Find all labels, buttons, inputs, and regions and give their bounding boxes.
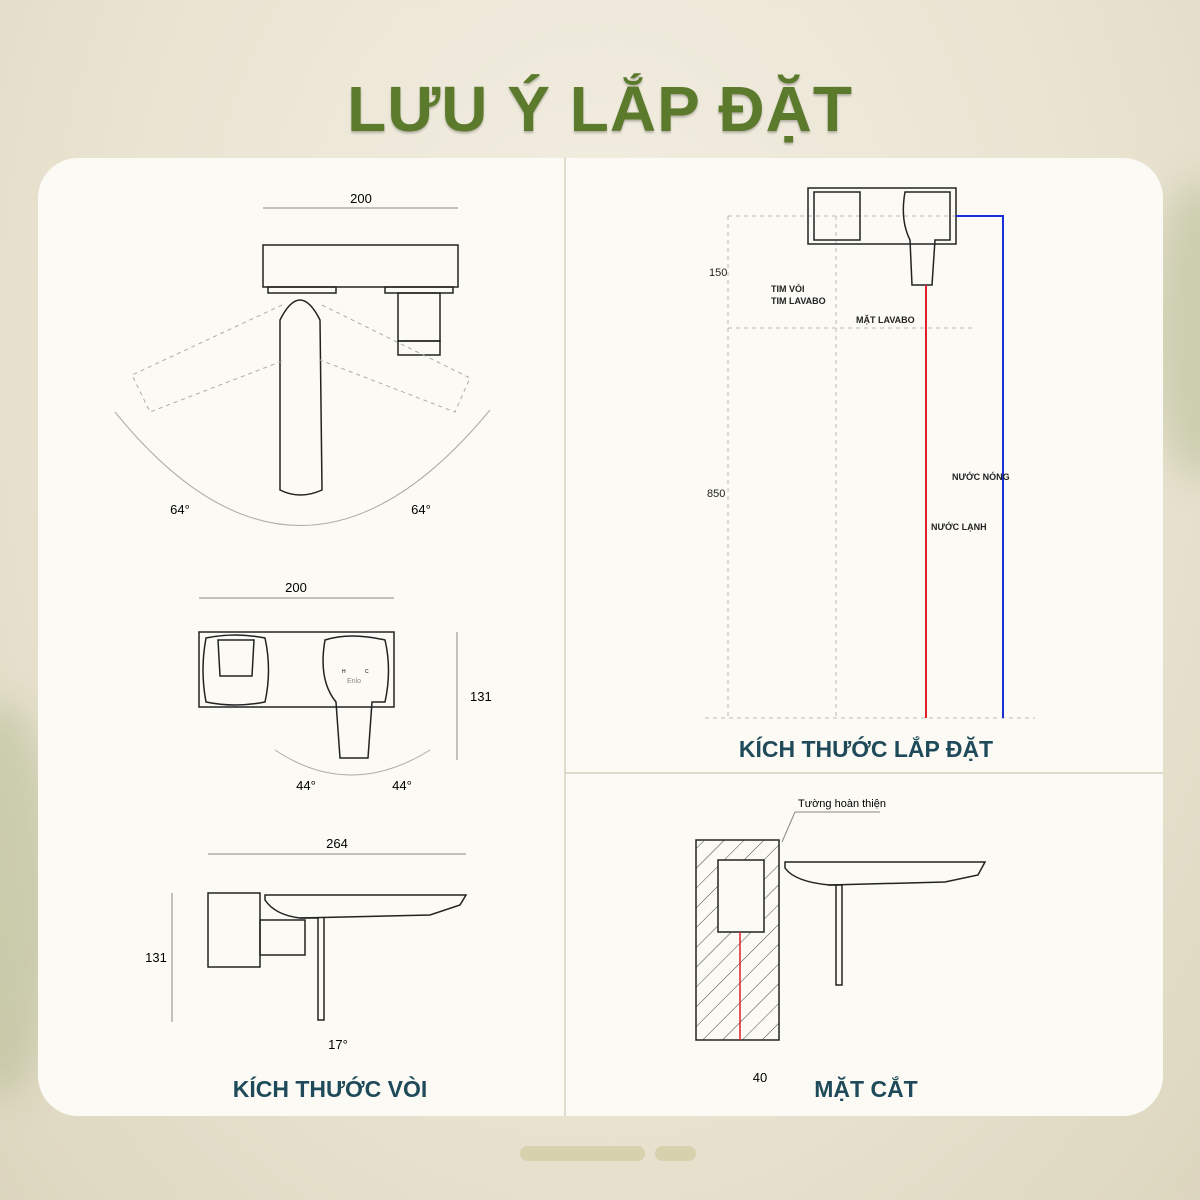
brand-logo: Enlo [347,678,361,685]
top-angle-left: 64° [170,502,190,517]
front-view-drawing [198,597,458,776]
install-drawing [705,187,1035,720]
top-view-drawing [114,207,491,526]
diagram-card: 200 64° 64° H C Enlo 200 131 44° 44° 264… [38,158,1163,1116]
side-height-label: 131 [145,950,167,965]
hot-mark: H [342,669,346,675]
top-angle-right: 64° [411,502,431,517]
dim-850: 850 [707,488,725,500]
cross-section-drawing [695,811,987,1041]
label-cold-water: NƯỚC LẠNH [931,521,987,532]
side-angle-label: 17° [328,1037,348,1052]
dim-150: 150 [709,267,727,279]
label-hot-water: NƯỚC NÓNG [952,471,1010,482]
section-title-cross-section: MẶT CẮT [814,1076,918,1102]
page-indicator[interactable] [655,1146,696,1161]
dim-40: 40 [753,1070,767,1085]
side-view-drawing [171,853,468,1022]
front-angle-right: 44° [392,778,412,793]
front-height-label: 131 [470,689,492,704]
side-length-label: 264 [326,836,348,851]
label-finished-wall: Tường hoàn thiện [798,798,886,810]
section-title-faucet-size: KÍCH THƯỚC VÒI [232,1076,428,1102]
label-tim-lavabo: TIM LAVABO [771,296,826,306]
label-tim-voi: TIM VÒI [771,283,805,294]
cold-water-line [956,215,1004,718]
page-indicator-active[interactable] [520,1146,645,1161]
dividers [564,158,1163,1116]
front-angle-left: 44° [296,778,316,793]
technical-drawings: 200 64° 64° H C Enlo 200 131 44° 44° 264… [114,158,1163,1116]
cold-mark: C [365,669,369,675]
top-width-label: 200 [350,191,372,206]
label-mat-lavabo: MẶT LAVABO [856,315,915,325]
front-width-label: 200 [285,580,307,595]
section-title-install-size: KÍCH THƯỚC LẮP ĐẶT [738,736,994,762]
page-title: LƯU Ý LẮP ĐẶT [347,73,853,145]
